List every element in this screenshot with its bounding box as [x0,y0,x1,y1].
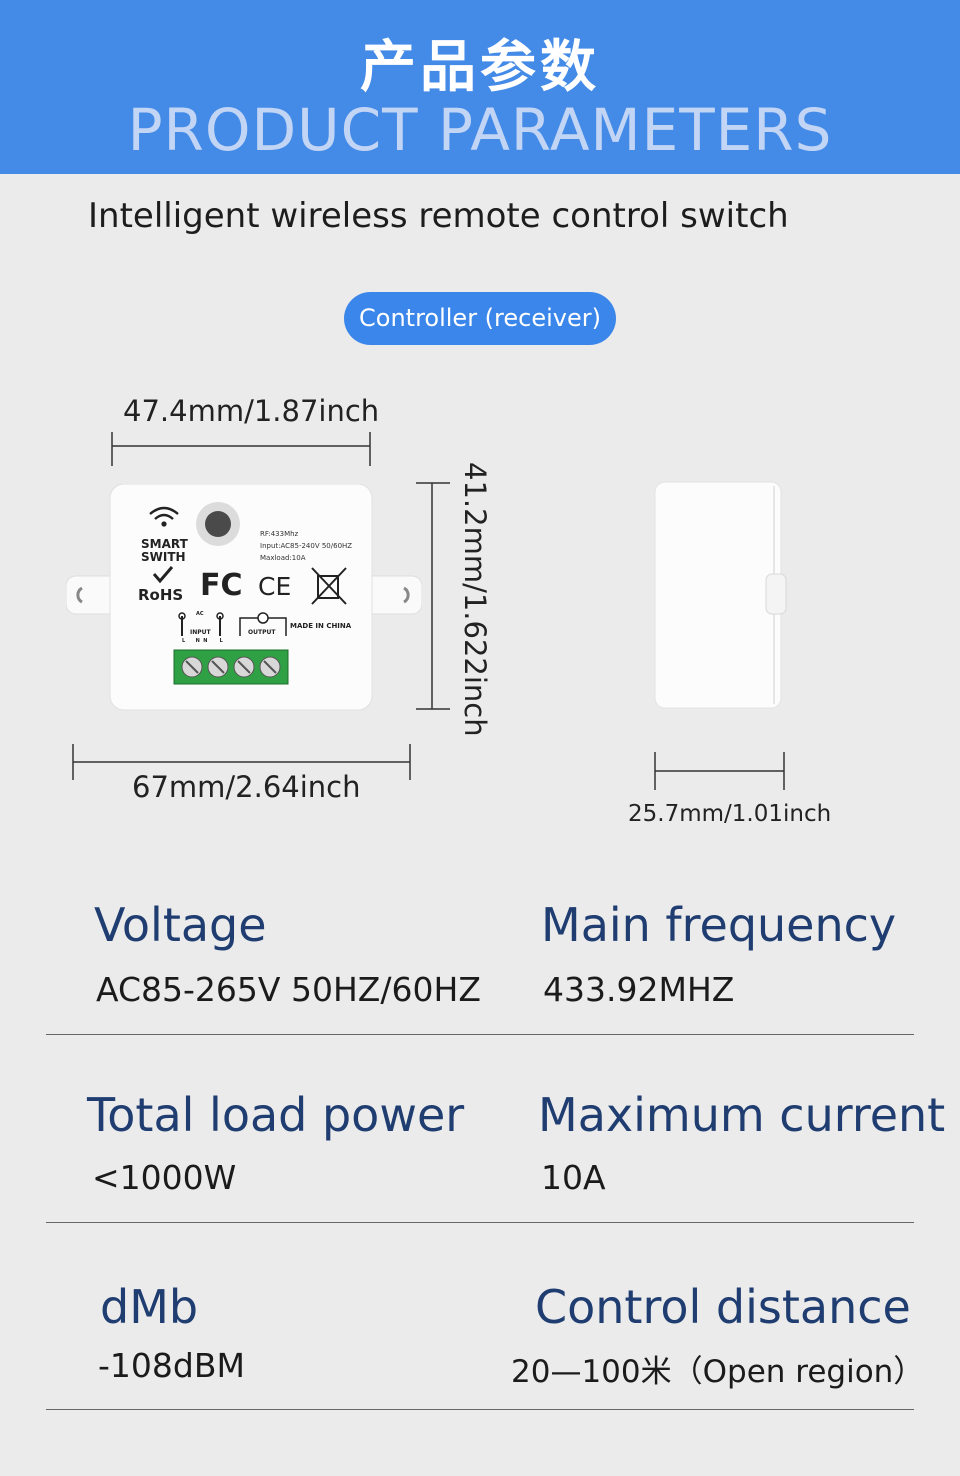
device-brand: SMART SWITH [141,537,188,564]
fc-mark: FC [200,568,243,603]
controller-badge: Controller (receiver) [344,292,616,345]
dimension-line-depth [654,752,785,790]
spec-value-control-distance: 20—100米（Open region） [511,1354,925,1390]
rohs-mark: RoHS [138,586,184,604]
spec-label-dmb: dMb [100,1280,199,1334]
spec-value-main-frequency: 433.92MHZ [543,970,735,1009]
dimension-depth: 25.7mm/1.01inch [628,801,832,827]
output-label: OUTPUT [248,629,276,636]
page-title-en: PRODUCT PARAMETERS [127,96,833,164]
dimension-line-bottom [72,744,411,780]
terminal-labels: L N N L [182,638,223,644]
spec-value-total-load-power: <1000W [92,1158,237,1197]
device-spec-text: RF:433Mhz Input:AC85-240V 50/60HZ Maxloa… [260,530,353,562]
page-title-cn: 产品参数 [360,35,600,100]
dimension-line-height [416,482,450,710]
input-label: INPUT [190,629,211,636]
spec-value-maximum-current: 10A [541,1158,606,1197]
spec-label-total-load-power: Total load power [87,1088,465,1142]
ac-label: AC [196,611,204,617]
dimension-height: 41.2mm/1.622inch [458,462,492,737]
spec-label-main-frequency: Main frequency [541,898,897,952]
spec-value-voltage: AC85-265V 50HZ/60HZ [96,970,481,1009]
device-side-image [654,481,787,709]
divider-row-2 [46,1222,914,1223]
device-front-image: SMART SWITH RF:433Mhz Input:AC85-240V 50… [66,484,422,712]
dimension-line-top [111,432,371,466]
divider-row-1 [46,1034,914,1035]
dimension-bottom-width: 67mm/2.64inch [132,770,361,804]
dimension-top-width: 47.4mm/1.87inch [123,394,380,428]
made-in-label: MADE IN CHINA [290,622,352,630]
header-banner [0,0,960,174]
product-subtitle: Intelligent wireless remote control swit… [88,196,789,236]
spec-label-control-distance: Control distance [535,1280,911,1334]
spec-label-voltage: Voltage [94,898,267,952]
divider-row-3 [46,1409,914,1410]
ce-mark: CE [258,572,292,601]
spec-label-maximum-current: Maximum current [538,1088,946,1142]
spec-value-dmb: -108dBM [98,1346,245,1385]
